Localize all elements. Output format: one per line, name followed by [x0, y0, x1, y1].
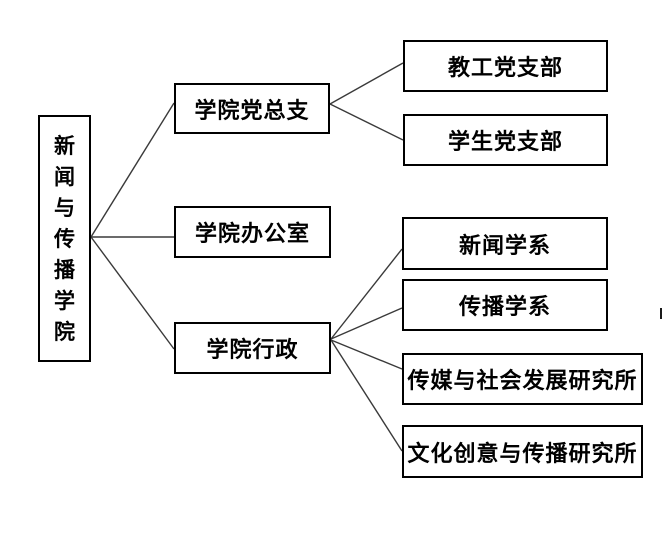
root-char: 播: [54, 257, 75, 282]
edge-party-student: [329, 103, 404, 141]
node-communication-dept: 传播学系: [402, 279, 608, 331]
root-char: 新: [54, 133, 75, 158]
node-student-party-branch: 学生党支部: [403, 114, 608, 166]
edge-admin-media-inst: [330, 339, 403, 370]
edge-admin-culture-inst: [330, 339, 403, 452]
node-media-society-institute: 传媒与社会发展研究所: [402, 353, 643, 405]
root-char: 闻: [54, 164, 75, 189]
node-root-school: 新 闻 与 传 播 学 院: [38, 115, 91, 362]
edge-root-admin: [90, 236, 175, 350]
node-culture-communication-institute: 文化创意与传播研究所: [402, 425, 643, 478]
root-char: 与: [54, 195, 75, 220]
root-char: 传: [54, 226, 75, 251]
node-journalism-dept: 新闻学系: [402, 217, 608, 270]
node-faculty-party-branch: 教工党支部: [403, 40, 608, 92]
node-college-office: 学院办公室: [174, 206, 331, 258]
root-char: 院: [54, 319, 75, 344]
edge-party-faculty: [329, 62, 404, 105]
edge-root-party: [90, 102, 175, 238]
node-party-branch: 学院党总支: [174, 83, 330, 134]
cropped-edge-artifact: [660, 308, 662, 319]
edge-admin-journalism: [330, 248, 403, 340]
node-college-admin: 学院行政: [174, 322, 331, 374]
edge-admin-communication: [330, 307, 403, 340]
root-char: 学: [54, 288, 75, 313]
